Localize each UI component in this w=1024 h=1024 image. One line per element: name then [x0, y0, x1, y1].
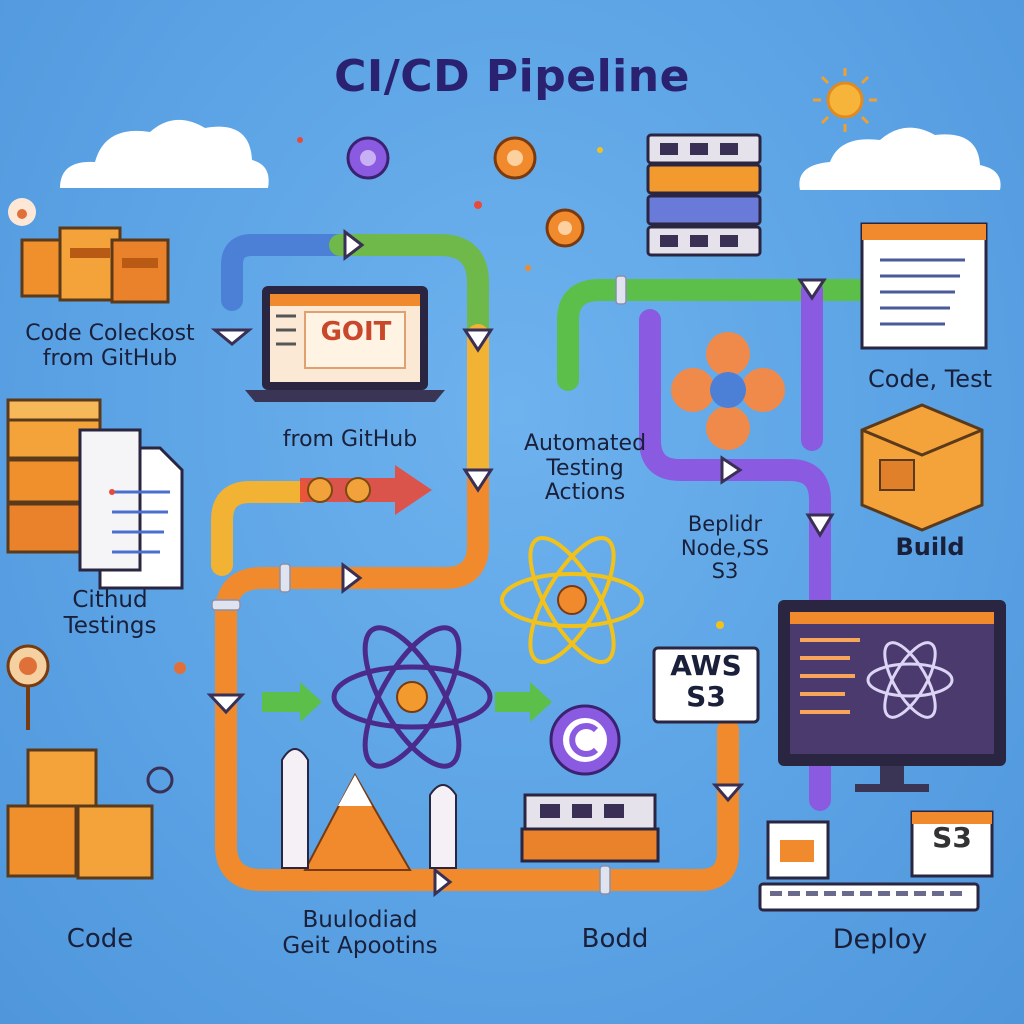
c-badge-icon [549, 704, 621, 776]
label-line: AWS [670, 649, 742, 682]
server-rack-icon [520, 793, 660, 863]
label-beplidr: Beplidr Node,SS S3 [650, 512, 800, 584]
cloud-icon [60, 119, 269, 188]
label-deploy: Deploy [832, 924, 928, 955]
box-icon [860, 403, 984, 532]
paw-icon [8, 198, 36, 226]
label-line: Testing [546, 455, 624, 481]
label-code-test: Code, Test [868, 365, 992, 393]
aws-s3-label: AWS S3 [654, 650, 758, 713]
laptop-icon [245, 286, 445, 402]
label-line: from GitHub [42, 345, 178, 371]
label-automated-testing: Automated Testing Actions [490, 431, 680, 506]
label-line: Beplidr [687, 512, 763, 536]
page-title: CI/CD Pipeline [334, 51, 690, 102]
label-line: Cithud [72, 587, 148, 613]
atom-icon [331, 625, 493, 769]
box-icon [20, 226, 170, 304]
sun-icon [813, 68, 877, 132]
label-line: S3 [686, 680, 726, 714]
git-screen-label: GOIT [320, 317, 392, 347]
label-line: Actions [544, 480, 626, 506]
server-rack-icon [646, 133, 762, 257]
label-buildied: Buulodiad Geit Apootins [250, 907, 470, 960]
pipe-valve-icons [206, 228, 835, 898]
document-icon [860, 222, 988, 350]
atom-icon [500, 536, 644, 664]
label-line: S3 [711, 559, 739, 584]
tower-icon [281, 748, 457, 869]
label-github-testings: Cithud Testings [20, 587, 200, 640]
flask-icon [6, 644, 174, 794]
gear-icon [346, 136, 585, 248]
cloud-icon [799, 127, 1001, 190]
label-line: Testings [63, 612, 157, 639]
mountain-icon [303, 772, 412, 871]
label-from-github: from GitHub [282, 427, 418, 452]
label-build-right: Build [895, 533, 965, 561]
box-icon [6, 748, 154, 880]
s3-box-label: S3 [932, 821, 972, 854]
label-code-checkout: Code Colecko​st from GitHub [0, 321, 220, 371]
label-code: Code [66, 924, 134, 954]
label-line: Automated [523, 431, 647, 456]
aws-s3-box [652, 646, 760, 724]
monitor-icon [778, 600, 1006, 792]
arrow-icon [262, 465, 552, 722]
document-icon [78, 428, 184, 590]
flower-icon [671, 332, 785, 450]
label-line: Geit Apootins [282, 932, 438, 959]
label-line: Buulodiad [302, 907, 418, 933]
label-line: Code Colecko​st [25, 321, 195, 346]
keyboard-icon [758, 810, 994, 912]
confetti-decoration [174, 137, 724, 674]
label-build-bottom: Bodd [581, 924, 649, 954]
label-line: Node,SS [680, 535, 770, 560]
